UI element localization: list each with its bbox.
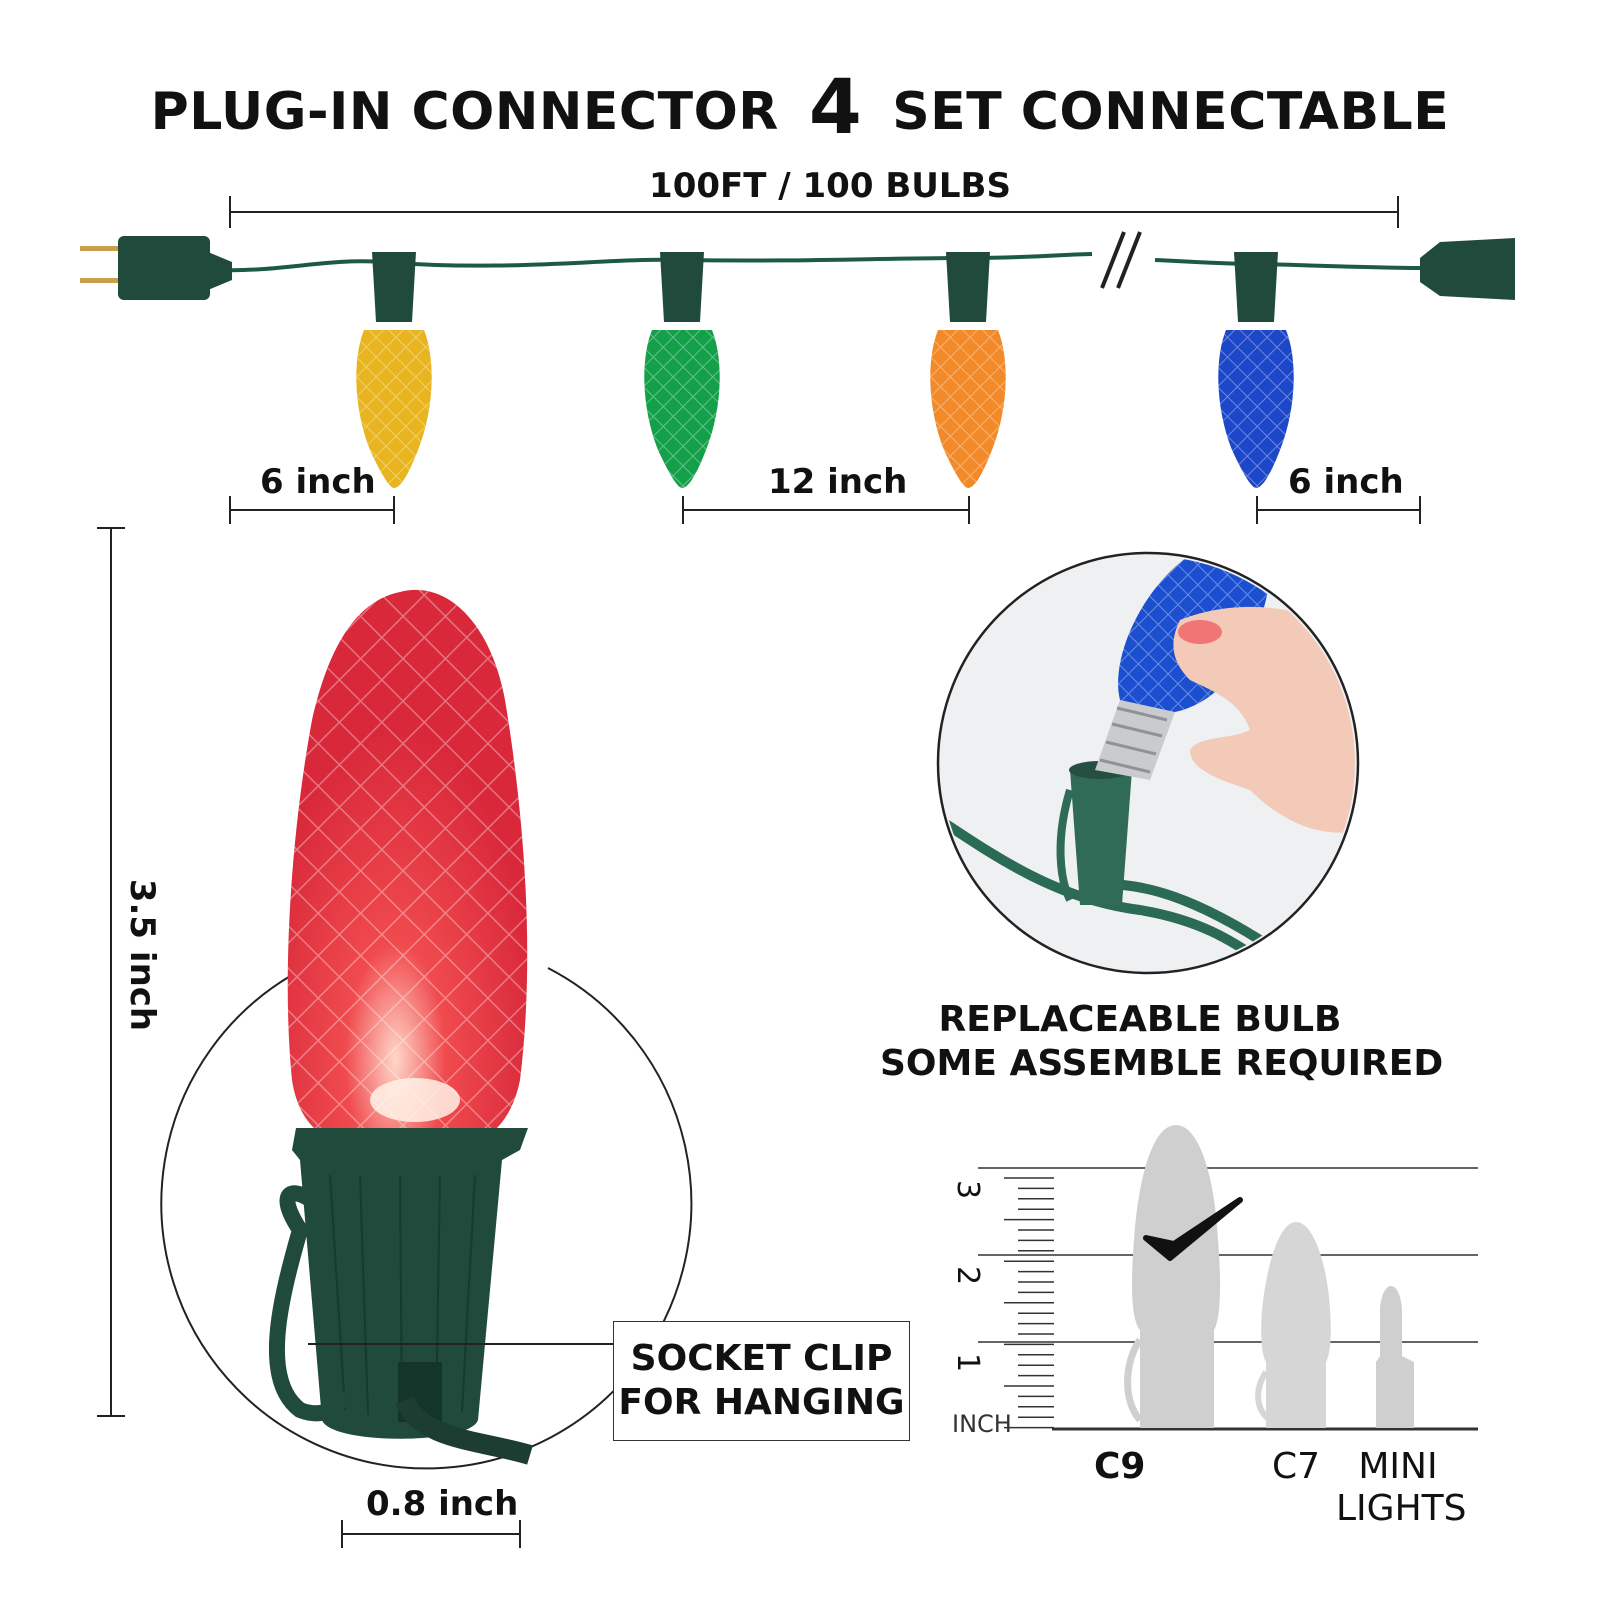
size-comparison-chart [978,1125,1478,1431]
replace-bulb-photo [936,551,1360,975]
replaceable-line1: REPLACEABLE BULB [938,999,1342,1040]
mini-silhouette [1376,1286,1414,1428]
c7-silhouette [1255,1222,1331,1428]
string-bulb-blue [1218,252,1294,488]
title-right: SET CONNECTABLE [892,82,1450,142]
page-title: PLUG-IN CONNECTOR 4 SET CONNECTABLE [0,62,1600,151]
socket-clip-line2: FOR HANGING [618,1382,905,1423]
string-bulb-green [644,252,720,488]
title-left: PLUG-IN CONNECTOR [150,82,779,142]
size-mini-line1: MINI [1358,1446,1438,1487]
title-count: 4 [808,62,863,151]
string-bulbs [356,252,1294,488]
length-dimension-line [229,196,1399,228]
red-c9-bulb [287,589,528,1142]
string-bulb-yellow [356,252,432,488]
male-plug [80,236,232,300]
size-mini-label: MINI LIGHTS [1336,1446,1467,1530]
female-plug [1420,238,1515,300]
socket [268,1128,533,1465]
size-c7-label: C7 [1272,1446,1321,1487]
height-dimension-line [97,527,125,1417]
break-mark [1100,231,1142,289]
ruler-tick-2: 2 [950,1265,986,1286]
spacing-between-label: 12 inch [768,462,908,502]
replaceable-line2: SOME ASSEMBLE REQUIRED [880,1043,1444,1084]
string-bulb-orange [930,252,1006,488]
bulb-height-label: 3.5 inch [122,878,162,1032]
ruler-ticks [1004,1177,1054,1429]
base-width-label: 0.8 inch [366,1484,519,1524]
spacing-start-label: 6 inch [260,462,376,502]
ruler-unit-label: INCH [952,1410,1012,1438]
cable [395,1395,533,1465]
socket-detail-circle [160,967,693,1470]
width-dimension-line [341,1520,521,1548]
length-label: 100FT / 100 BULBS [649,166,1011,206]
socket-clip-line1: SOCKET CLIP [630,1338,893,1379]
size-mini-line2: LIGHTS [1336,1488,1467,1529]
size-c9-label: C9 [1094,1446,1146,1487]
c9-silhouette [1124,1125,1221,1428]
ruler-tick-1: 1 [950,1352,986,1373]
checkmark-icon [1143,1197,1243,1261]
socket-clip-callout: SOCKET CLIP FOR HANGING [613,1321,910,1441]
spacing-end-label: 6 inch [1288,462,1404,502]
spacing-dimension-lines [229,496,1421,524]
replaceable-caption: REPLACEABLE BULB SOME ASSEMBLE REQUIRED [880,998,1444,1086]
ruler-tick-3: 3 [950,1179,986,1200]
socket-clip [268,1185,348,1422]
